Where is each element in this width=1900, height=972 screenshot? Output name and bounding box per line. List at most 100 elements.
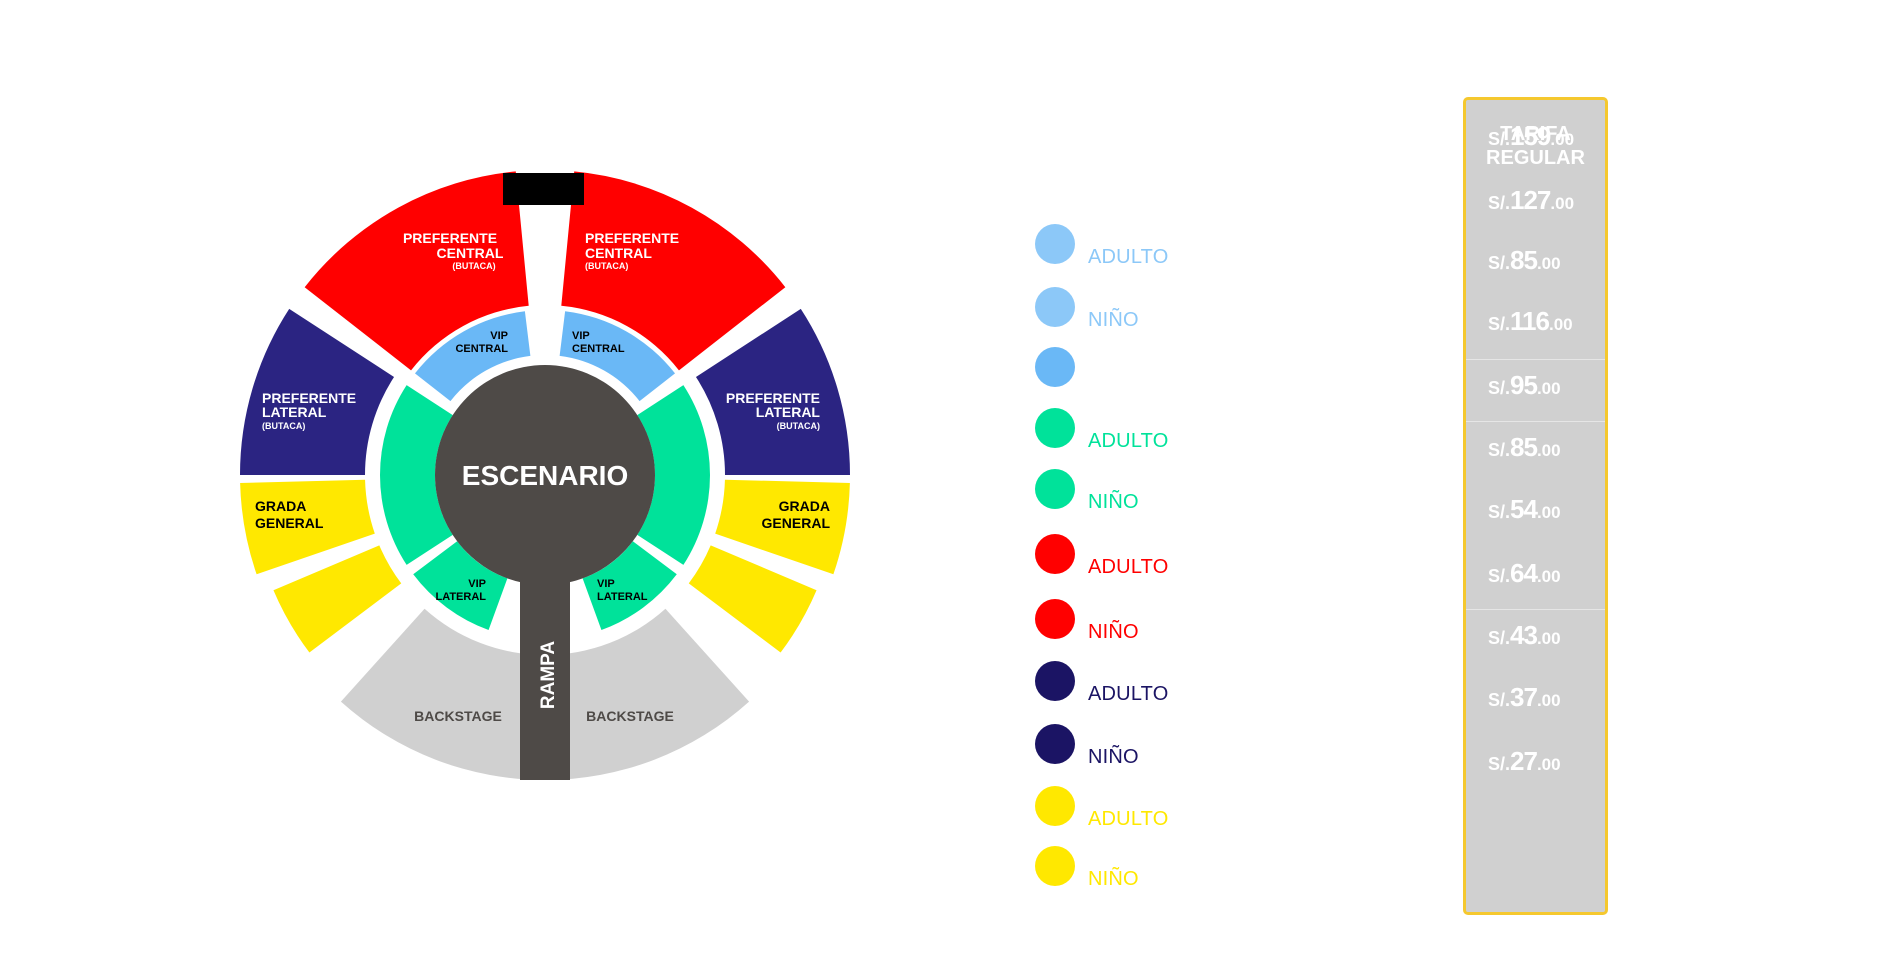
price-amount: 27 bbox=[1510, 746, 1538, 776]
vip-left-section bbox=[380, 385, 453, 565]
legend-label: NIÑO bbox=[1088, 309, 1139, 331]
preferente-lateral-right-sub: (BUTACA) bbox=[777, 421, 820, 431]
price-row: S/.37.00 bbox=[1466, 672, 1605, 734]
legend-label: ADULTO bbox=[1088, 808, 1169, 830]
vip-lateral-left-line2: LATERAL bbox=[435, 591, 486, 603]
legend-label: NIÑO bbox=[1088, 621, 1139, 643]
price-decimals: .00 bbox=[1536, 629, 1561, 648]
price-row: S/.95.00 bbox=[1466, 359, 1605, 422]
vip-central-right-section bbox=[559, 311, 676, 402]
preferente-central-right-sub: (BUTACA) bbox=[585, 261, 628, 271]
price-row: S/.85.00 bbox=[1466, 421, 1605, 484]
price-currency: S/. bbox=[1488, 378, 1511, 398]
price-decimals: .00 bbox=[1550, 194, 1575, 213]
price-row: S/.127.00 bbox=[1466, 175, 1605, 237]
price-amount: 116 bbox=[1510, 306, 1550, 336]
price-currency: S/. bbox=[1488, 628, 1511, 648]
preferente-central-right-section bbox=[561, 171, 786, 371]
price-decimals: .00 bbox=[1536, 567, 1561, 586]
price-header-line2: REGULAR bbox=[1486, 147, 1585, 169]
grada-general-left-line1: GRADA bbox=[255, 498, 306, 514]
legend-item: ADULTO bbox=[1035, 534, 1275, 584]
price-value: S/.64.00 bbox=[1488, 558, 1561, 589]
price-value: S/.85.00 bbox=[1488, 432, 1561, 463]
price-decimals: .00 bbox=[1536, 691, 1561, 710]
price-amount: 64 bbox=[1510, 558, 1538, 588]
price-currency: S/. bbox=[1488, 440, 1511, 460]
legend-swatch bbox=[1035, 469, 1075, 509]
price-currency: S/. bbox=[1488, 566, 1511, 586]
stage-circle bbox=[435, 365, 655, 585]
price-row: S/.116.00 bbox=[1466, 296, 1605, 358]
vip-lateral-left-line1: VIP bbox=[468, 578, 486, 590]
legend-item: NIÑO bbox=[1035, 724, 1275, 774]
price-row: S/.159.00 bbox=[1466, 111, 1605, 173]
vip-right-section bbox=[637, 385, 710, 565]
price-amount: 37 bbox=[1510, 682, 1538, 712]
preferente-central-left-sub: (BUTACA) bbox=[452, 261, 495, 271]
price-header: TARIFA REGULAR bbox=[1466, 122, 1605, 170]
price-value: S/.43.00 bbox=[1488, 620, 1561, 651]
price-amount: 159 bbox=[1510, 121, 1551, 151]
entrance-block bbox=[503, 173, 584, 205]
preferente-lateral-right-line1: PREFERENTE bbox=[726, 390, 820, 406]
price-value: S/.37.00 bbox=[1488, 682, 1561, 713]
legend-swatch bbox=[1035, 347, 1075, 387]
legend-item: ADULTO bbox=[1035, 408, 1275, 458]
vip-lateral-right-section bbox=[582, 541, 677, 631]
legend-swatch bbox=[1035, 724, 1075, 764]
price-value: S/.116.00 bbox=[1488, 306, 1573, 337]
price-amount: 127 bbox=[1510, 185, 1551, 215]
preferente-central-right-line2: CENTRAL bbox=[585, 245, 652, 261]
legend-label: NIÑO bbox=[1088, 746, 1139, 768]
price-decimals: .00 bbox=[1536, 254, 1561, 273]
vip-lateral-left-section bbox=[413, 541, 508, 631]
preferente-central-left-line1: PREFERENTE bbox=[403, 230, 497, 246]
grada-lower-right-section bbox=[688, 545, 817, 653]
vip-central-left-line1: VIP bbox=[490, 330, 508, 342]
legend-label: NIÑO bbox=[1088, 868, 1139, 890]
price-value: S/.27.00 bbox=[1488, 746, 1561, 777]
ramp bbox=[520, 560, 570, 780]
legend-item: NIÑO bbox=[1035, 846, 1275, 896]
preferente-lateral-left-sub: (BUTACA) bbox=[262, 421, 305, 431]
vip-central-left-section bbox=[414, 311, 531, 402]
legend-item: ADULTO bbox=[1035, 786, 1275, 836]
ramp-label: RAMPA bbox=[538, 641, 559, 710]
grada-general-left-line2: GENERAL bbox=[255, 515, 324, 531]
grada-general-right-section bbox=[715, 479, 850, 575]
legend-swatch bbox=[1035, 224, 1075, 264]
preferente-lateral-left-line2: LATERAL bbox=[262, 404, 327, 420]
grada-general-left-section bbox=[240, 479, 375, 575]
stage-label: ESCENARIO bbox=[462, 460, 628, 491]
grada-general-right-line2: GENERAL bbox=[762, 515, 831, 531]
price-amount: 95 bbox=[1510, 370, 1538, 400]
price-decimals: .00 bbox=[1550, 130, 1575, 149]
price-decimals: .00 bbox=[1548, 315, 1573, 334]
price-value: S/.127.00 bbox=[1488, 185, 1574, 216]
preferente-lateral-left-line1: PREFERENTE bbox=[262, 390, 356, 406]
legend-item: NIÑO bbox=[1035, 469, 1275, 519]
legend-item: ADULTO bbox=[1035, 661, 1275, 711]
legend-label: ADULTO bbox=[1088, 556, 1169, 578]
legend-label: NIÑO bbox=[1088, 491, 1139, 513]
preferente-lateral-right-section bbox=[695, 308, 850, 475]
preferente-lateral-left-section bbox=[240, 308, 395, 475]
legend-label: ADULTO bbox=[1088, 246, 1169, 268]
legend-swatch bbox=[1035, 534, 1075, 574]
seat-map: ESCENARIO RAMPA PREFERENTE CENTRAL (BUTA… bbox=[240, 171, 850, 781]
grada-lower-left-section bbox=[273, 545, 402, 653]
price-amount: 85 bbox=[1510, 245, 1538, 275]
vip-central-right-line1: VIP bbox=[572, 330, 590, 342]
preferente-central-left-section bbox=[304, 171, 529, 371]
grada-general-right-line1: GRADA bbox=[779, 498, 830, 514]
price-value: S/.159.00 bbox=[1488, 121, 1574, 152]
legend-swatch bbox=[1035, 408, 1075, 448]
legend-swatch bbox=[1035, 786, 1075, 826]
legend-item: NIÑO bbox=[1035, 287, 1275, 337]
legend-item: ADULTO bbox=[1035, 224, 1275, 274]
price-currency: S/. bbox=[1488, 314, 1511, 334]
legend-swatch bbox=[1035, 599, 1075, 639]
price-row: S/.27.00 bbox=[1466, 736, 1605, 798]
